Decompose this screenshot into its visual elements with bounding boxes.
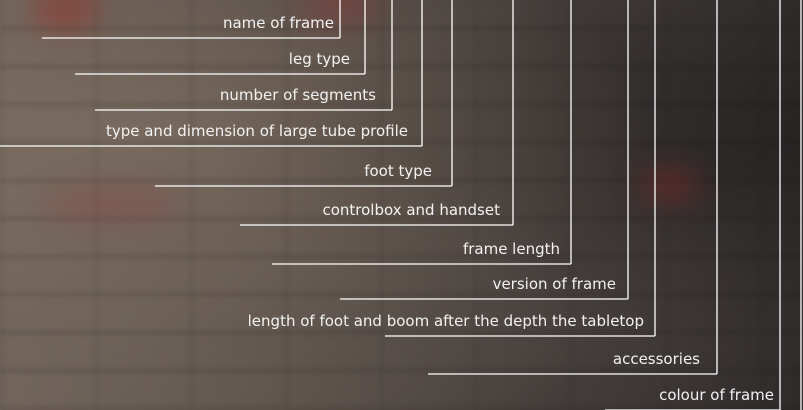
red-paint-spot [640,170,700,200]
callout-label: foot type [364,162,432,180]
callout-label: frame length [462,240,560,258]
callout-label: colour of frame [659,386,774,404]
callout-label: leg type [288,50,350,68]
callout-label: number of segments [219,86,376,104]
red-paint-spot [40,185,180,225]
callout-label: accessories [612,350,700,368]
callout-label: version of frame [492,275,616,293]
callout-label: type and dimension of large tube profile [105,122,408,140]
callout-label: name of frame [222,14,334,32]
callout-label: length of foot and boom after the depth … [247,312,644,330]
callout-label: controlbox and handset [322,201,500,219]
